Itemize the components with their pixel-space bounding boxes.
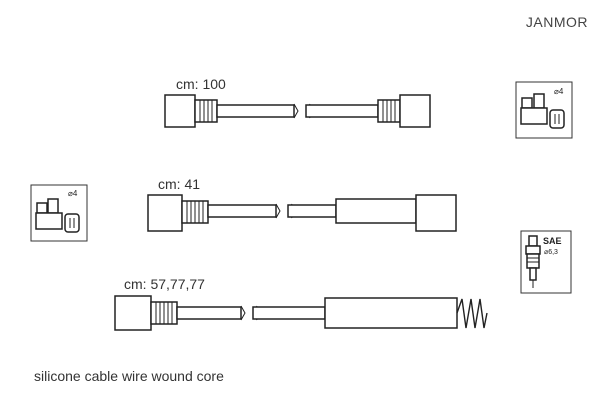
cable-3-left-wire-segment [176, 306, 242, 320]
distributor-cap-icon: ⌀4 [30, 184, 88, 242]
cable-3-spring-terminal [456, 298, 488, 329]
cable-2-sleeve [335, 198, 417, 224]
caption: silicone cable wire wound core [34, 368, 224, 384]
cable-1-right-wire-segment [305, 104, 379, 118]
cable-3-long-boot [324, 297, 458, 329]
cable-1-left-ribbed-sleeve [194, 99, 218, 123]
cable-1-right-boot [399, 94, 431, 128]
distributor-right-diameter-label: ⌀4 [554, 87, 564, 96]
cable-1-left-wire-segment [216, 104, 295, 118]
cable-2-right-wire-segment [287, 204, 337, 218]
cable-1 [164, 94, 431, 128]
cable-3-left-boot [114, 295, 152, 331]
cable-2-left-boot [147, 194, 183, 232]
cable-1-left-boot [164, 94, 196, 128]
spark-plug-icon: SAE ⌀6,3 [520, 230, 572, 294]
cable-2-right-boot [415, 194, 457, 232]
spark-plug-standard-label: SAE [543, 236, 562, 246]
brand-logo: JANMOR [525, 14, 588, 30]
cable-length-label-1: cm: 100 [176, 76, 226, 92]
cable-2 [147, 194, 457, 232]
distributor-cap-icon: ⌀4 [515, 81, 573, 139]
cable-length-label-2: cm: 41 [158, 176, 201, 192]
cable-2-left-wire-segment [207, 204, 277, 218]
cable-3 [114, 295, 488, 331]
distributor-left-diameter-label: ⌀4 [68, 189, 78, 198]
cable-length-label-3: cm: 57,77,77 [124, 276, 205, 292]
cable-1-right-ribbed-sleeve [377, 99, 401, 123]
spark-plug-diameter-label: ⌀6,3 [544, 249, 558, 256]
cable-3-right-wire-segment [252, 306, 326, 320]
